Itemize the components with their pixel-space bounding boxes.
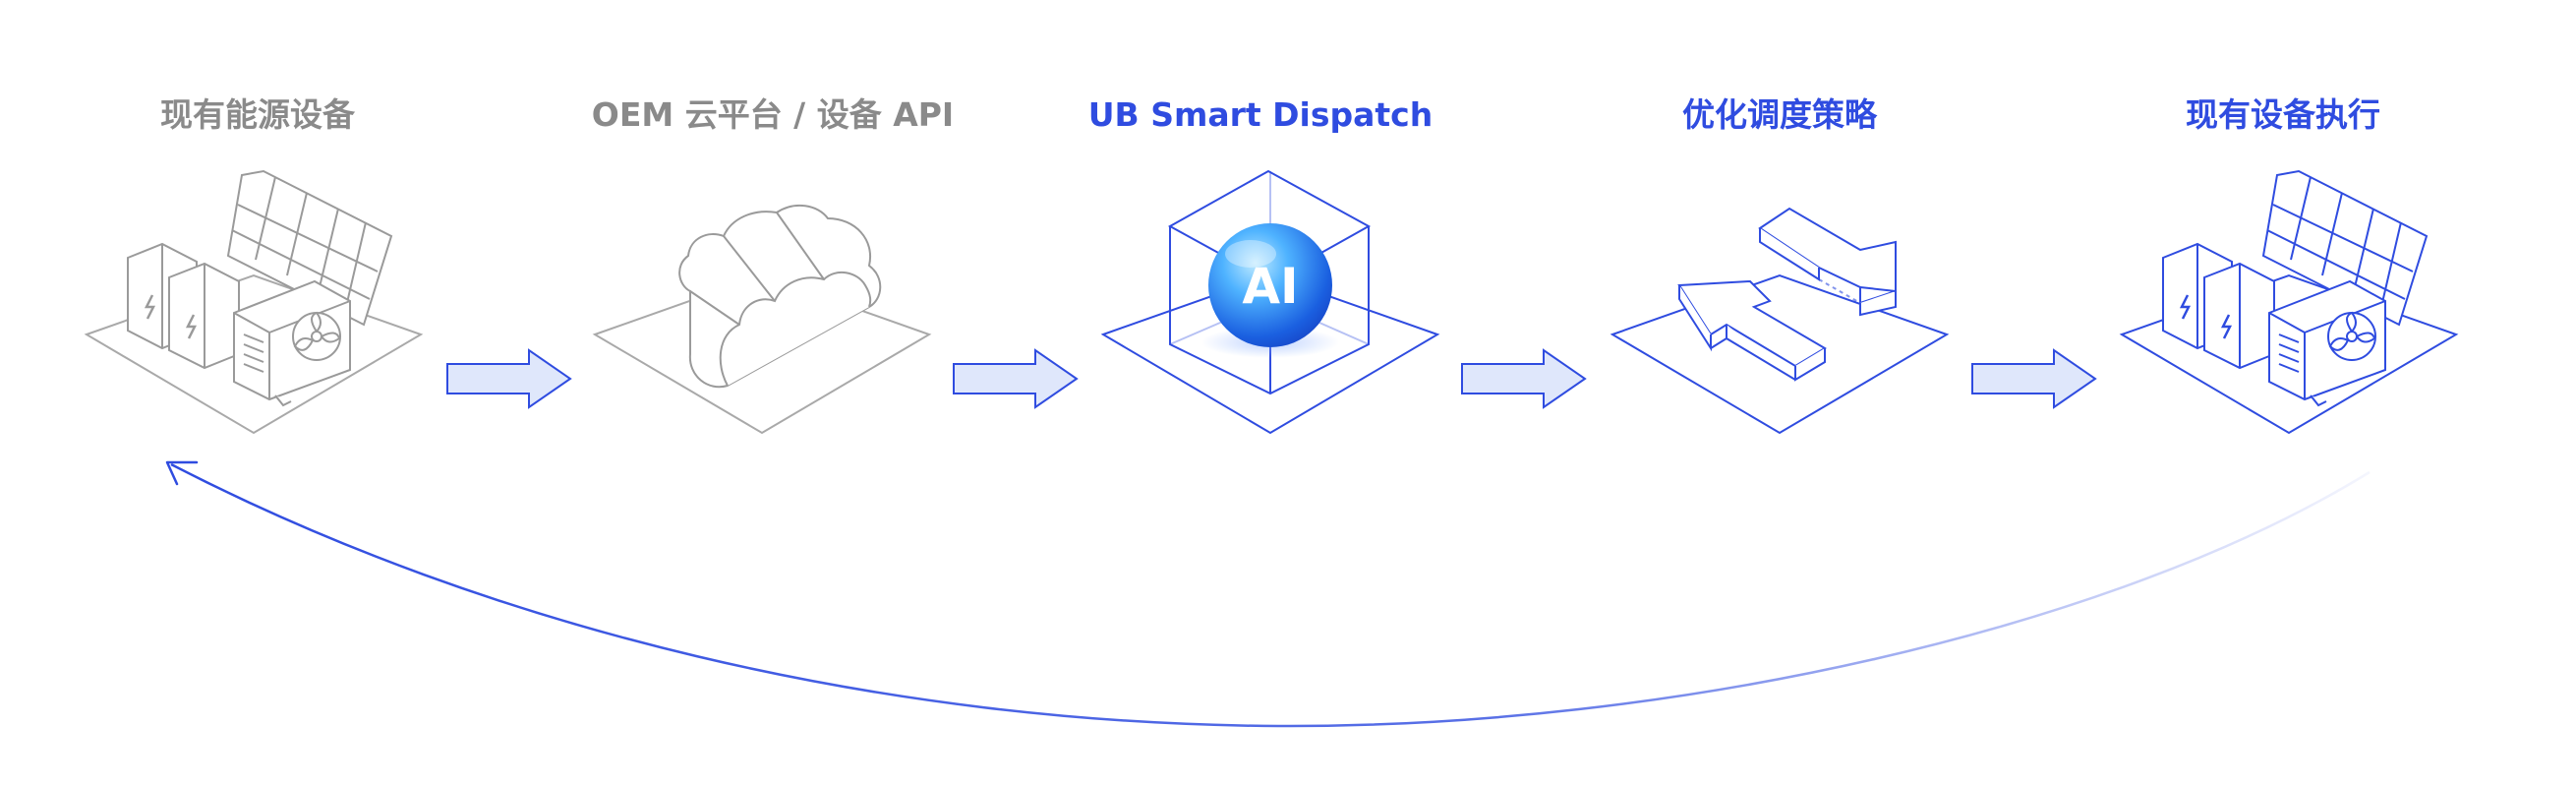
ai-sphere-icon: AI <box>1167 169 1372 395</box>
step-label-3: UB Smart Dispatch <box>1088 95 1433 134</box>
flow-arrow-4 <box>1971 348 2097 409</box>
step-label-2: OEM 云平台 / 设备 API <box>592 95 954 134</box>
energy-equipment-icon <box>2162 169 2429 407</box>
flow-arrow-2 <box>953 348 1079 409</box>
pedestal-4 <box>1610 273 1950 551</box>
step-label-5: 现有设备执行 <box>2186 95 2380 134</box>
optimize-arrows-icon <box>1677 207 1897 382</box>
flow-arrow-3 <box>1461 348 1587 409</box>
step-labels: 现有能源设备 OEM 云平台 / 设备 API UB Smart Dispatc… <box>160 95 2380 134</box>
ai-sphere-label: AI <box>1242 258 1298 315</box>
feedback-loop-arrow <box>165 460 2371 728</box>
flow-arrow-1 <box>446 348 572 409</box>
step-label-4: 优化调度策略 <box>1682 95 1878 134</box>
energy-equipment-icon <box>127 169 393 407</box>
cloud-icon <box>678 204 882 389</box>
step-label-1: 现有能源设备 <box>160 95 356 134</box>
